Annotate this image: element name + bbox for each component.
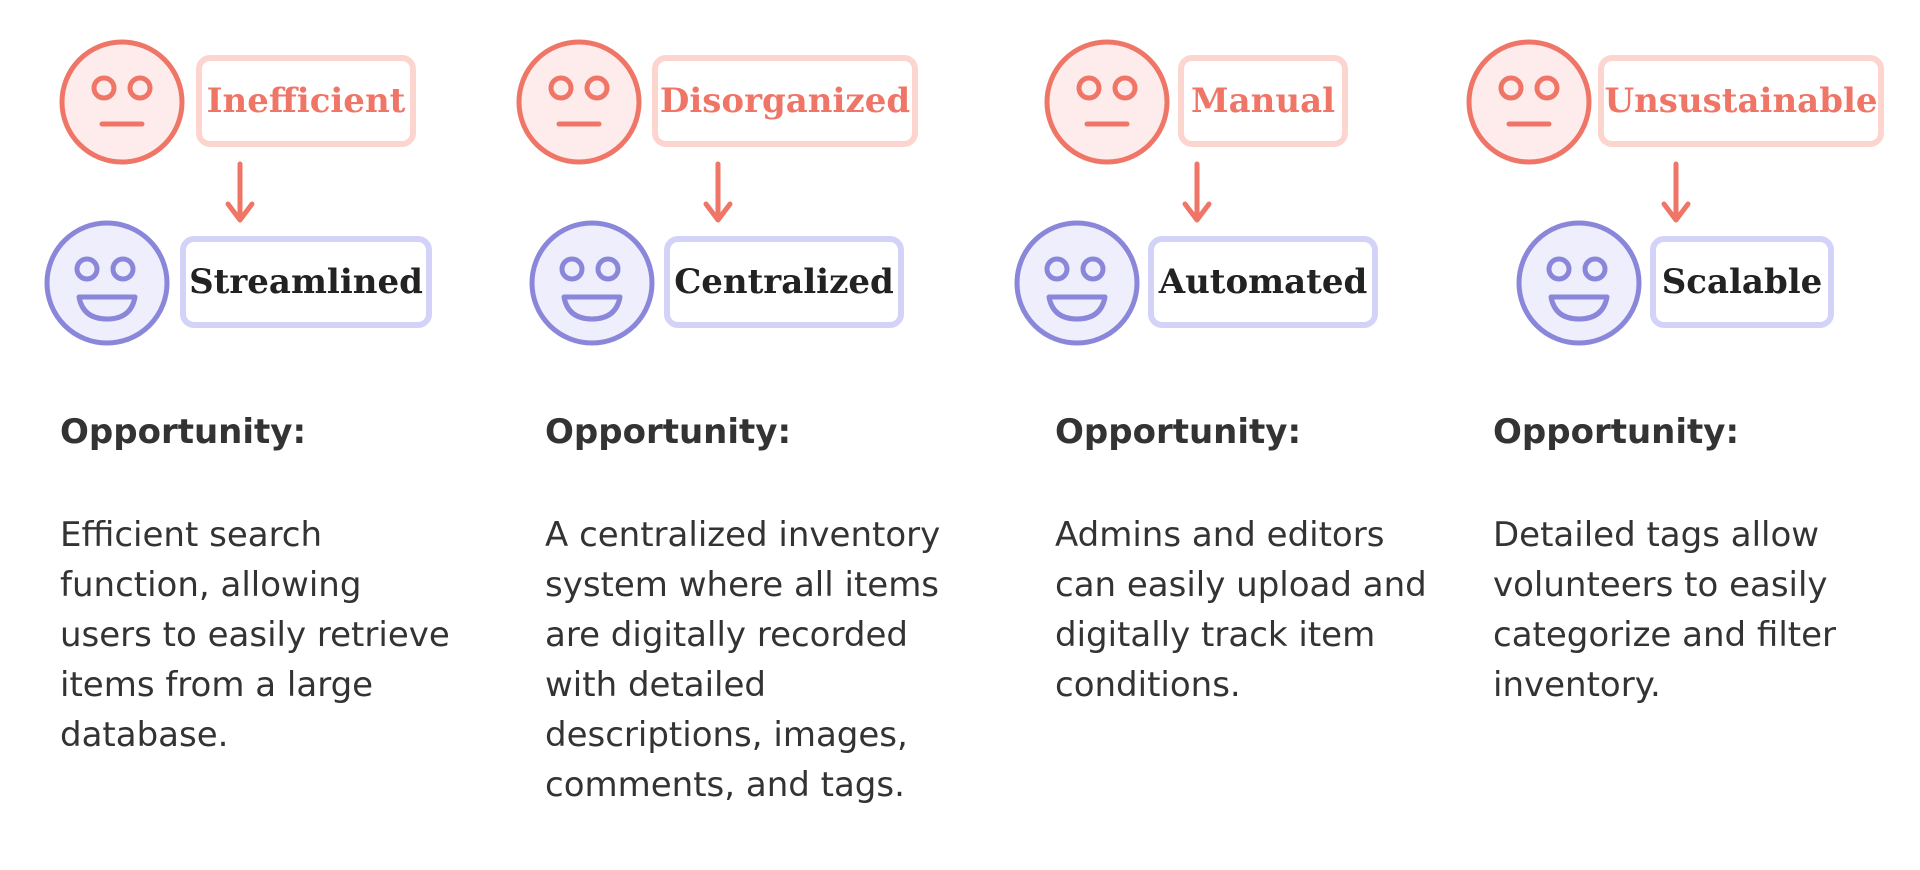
- neutral-face-icon: [516, 39, 642, 165]
- opportunity-description: Admins and editors can easily upload and…: [1055, 515, 1427, 705]
- solution-label: Centralized: [674, 262, 894, 302]
- solution-tag: Scalable: [1650, 236, 1834, 328]
- opportunity-heading: Opportunity:: [60, 412, 307, 452]
- opportunity-description: A centralized inventory system where all…: [545, 515, 941, 805]
- problem-label: Disorganized: [659, 81, 911, 121]
- opportunity-heading: Opportunity:: [1055, 412, 1302, 452]
- smiling-face-icon: [529, 220, 655, 346]
- solution-tag: Centralized: [664, 236, 904, 328]
- smiling-face-icon: [1516, 220, 1642, 346]
- problem-tag: Disorganized: [652, 55, 918, 147]
- problem-tag: Manual: [1178, 55, 1348, 147]
- solution-tag: Automated: [1148, 236, 1378, 328]
- smiling-face-icon: [1014, 220, 1140, 346]
- problem-tag: Inefficient: [196, 55, 416, 147]
- problem-tag: Unsustainable: [1598, 55, 1884, 147]
- opportunity-description: Efficient search function, allowing user…: [60, 515, 450, 755]
- opportunity-heading: Opportunity:: [1493, 412, 1740, 452]
- arrow-down-icon: [1182, 161, 1212, 223]
- problem-label: Unsustainable: [1604, 81, 1878, 121]
- arrow-down-icon: [225, 161, 255, 223]
- opportunity-heading: Opportunity:: [545, 412, 792, 452]
- solution-label: Automated: [1158, 262, 1368, 302]
- arrow-down-icon: [703, 161, 733, 223]
- solution-label: Scalable: [1661, 262, 1823, 302]
- arrow-down-icon: [1661, 161, 1691, 223]
- neutral-face-icon: [59, 39, 185, 165]
- neutral-face-icon: [1044, 39, 1170, 165]
- smiling-face-icon: [44, 220, 170, 346]
- problem-label: Manual: [1190, 81, 1336, 121]
- opportunity-description: Detailed tags allow volunteers to easily…: [1493, 515, 1837, 705]
- neutral-face-icon: [1466, 39, 1592, 165]
- solution-label: Streamlined: [189, 262, 423, 302]
- problem-label: Inefficient: [206, 81, 406, 121]
- solution-tag: Streamlined: [180, 236, 432, 328]
